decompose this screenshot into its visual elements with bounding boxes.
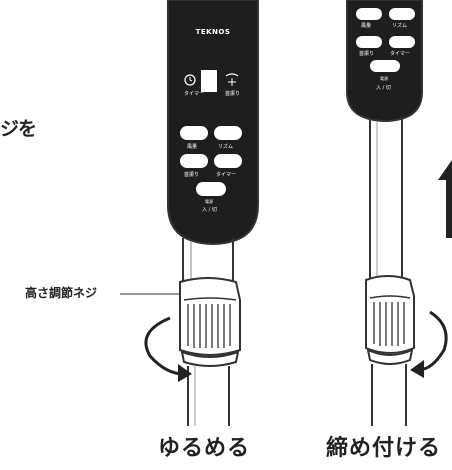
timer-button — [214, 154, 242, 168]
timer-button-label: タイマー — [216, 172, 237, 178]
wind-button-label: 風量 — [187, 144, 198, 150]
swing-button — [180, 154, 208, 168]
power-button-label: 入 / 切 — [202, 207, 217, 213]
right-power-button-label: 入 / 切 — [376, 85, 391, 91]
right-adjustment-knob — [365, 275, 415, 365]
rhythm-button-label: リズム — [218, 144, 234, 150]
swing-icon — [225, 73, 239, 86]
swing-button-label: 首振り — [184, 172, 200, 178]
right-wind-button — [356, 8, 382, 20]
right-power-small-label: 電源 — [380, 76, 388, 81]
right-timer-button — [389, 36, 415, 48]
left-control-panel — [167, 0, 259, 245]
height-adjustment-screw-label: 高さ調節ネジ — [25, 286, 98, 300]
tighten-rotation-arrow — [410, 310, 448, 378]
timer-icon-label: タイマー — [184, 91, 205, 97]
right-swing-button — [356, 36, 382, 48]
right-swing-button-label: 首振り — [359, 51, 375, 57]
right-rhythm-button — [389, 8, 415, 20]
loosen-caption: ゆるめる — [158, 436, 251, 461]
timer-icon — [184, 74, 196, 86]
right-rhythm-button-label: リズム — [392, 23, 408, 29]
brand-logo: TEKNOS — [195, 28, 231, 36]
loosen-rotation-arrow — [144, 316, 192, 382]
power-small-label: 電源 — [205, 199, 213, 204]
left-display-screen — [201, 70, 217, 92]
raise-up-arrow — [438, 160, 452, 238]
right-timer-button-label: タイマー — [390, 51, 411, 57]
tighten-caption: 締め付ける — [326, 436, 442, 461]
instruction-fragment-text: ジを — [0, 118, 37, 140]
right-power-button — [370, 60, 400, 72]
wind-button — [180, 126, 208, 140]
left-adjustment-knob — [179, 277, 241, 367]
rhythm-button — [214, 126, 242, 140]
power-button — [196, 182, 226, 196]
right-wind-button-label: 風量 — [361, 23, 372, 29]
swing-icon-label: 首振り — [225, 91, 241, 97]
